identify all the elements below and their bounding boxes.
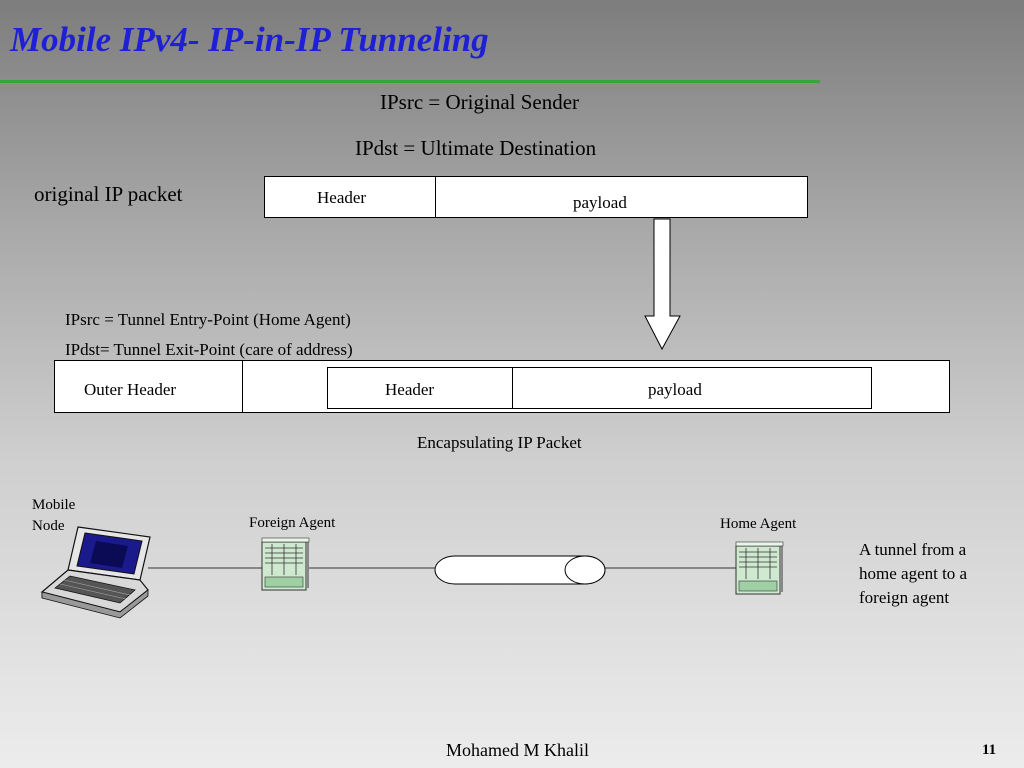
home-agent-label: Home Agent	[720, 516, 797, 532]
foreign-agent-label: Foreign Agent	[249, 515, 336, 531]
encapsulated-packet-box: Outer Header Header payload	[54, 360, 950, 413]
original-packet-label: original IP packet	[34, 182, 183, 206]
original-payload-label: payload	[573, 193, 627, 212]
ipsrc-tunnel-text: IPsrc = Tunnel Entry-Point (Home Agent)	[65, 310, 351, 329]
home-agent-router-icon	[735, 541, 784, 595]
tunnel-note-line1: A tunnel from a	[859, 540, 967, 559]
foreign-agent-router-icon	[261, 537, 310, 591]
outer-header-label: Outer Header	[84, 380, 177, 399]
mobile-node-label-line1: Mobile	[32, 497, 76, 513]
mobile-node-label-line2: Node	[32, 518, 65, 534]
ipsrc-original-text: IPsrc = Original Sender	[380, 90, 580, 114]
inner-header-label: Header	[385, 380, 435, 399]
laptop-icon	[40, 526, 151, 619]
encapsulating-caption: Encapsulating IP Packet	[417, 433, 582, 452]
original-packet-divider	[435, 177, 436, 217]
footer-author: Mohamed M Khalil	[446, 740, 589, 760]
tunnel-note-line3: foreign agent	[859, 588, 950, 607]
inner-packet-box: Header payload	[327, 367, 872, 409]
slide-title: Mobile IPv4- IP-in-IP Tunneling	[10, 20, 489, 59]
tunnel-cylinder	[434, 555, 606, 585]
original-header-label: Header	[317, 188, 367, 207]
page-number: 11	[982, 742, 997, 758]
ipdst-original-text: IPdst = Ultimate Destination	[355, 136, 597, 160]
inner-payload-label: payload	[648, 380, 702, 399]
tunnel-note-line2: home agent to a	[859, 564, 968, 583]
encapsulation-arrow	[644, 218, 681, 351]
ipdst-tunnel-text: IPdst= Tunnel Exit-Point (care of addres…	[65, 340, 353, 359]
title-rule	[0, 80, 820, 83]
inner-packet-divider	[512, 368, 513, 408]
original-packet-box: Header payload	[264, 176, 808, 218]
outer-header-divider	[242, 361, 243, 412]
